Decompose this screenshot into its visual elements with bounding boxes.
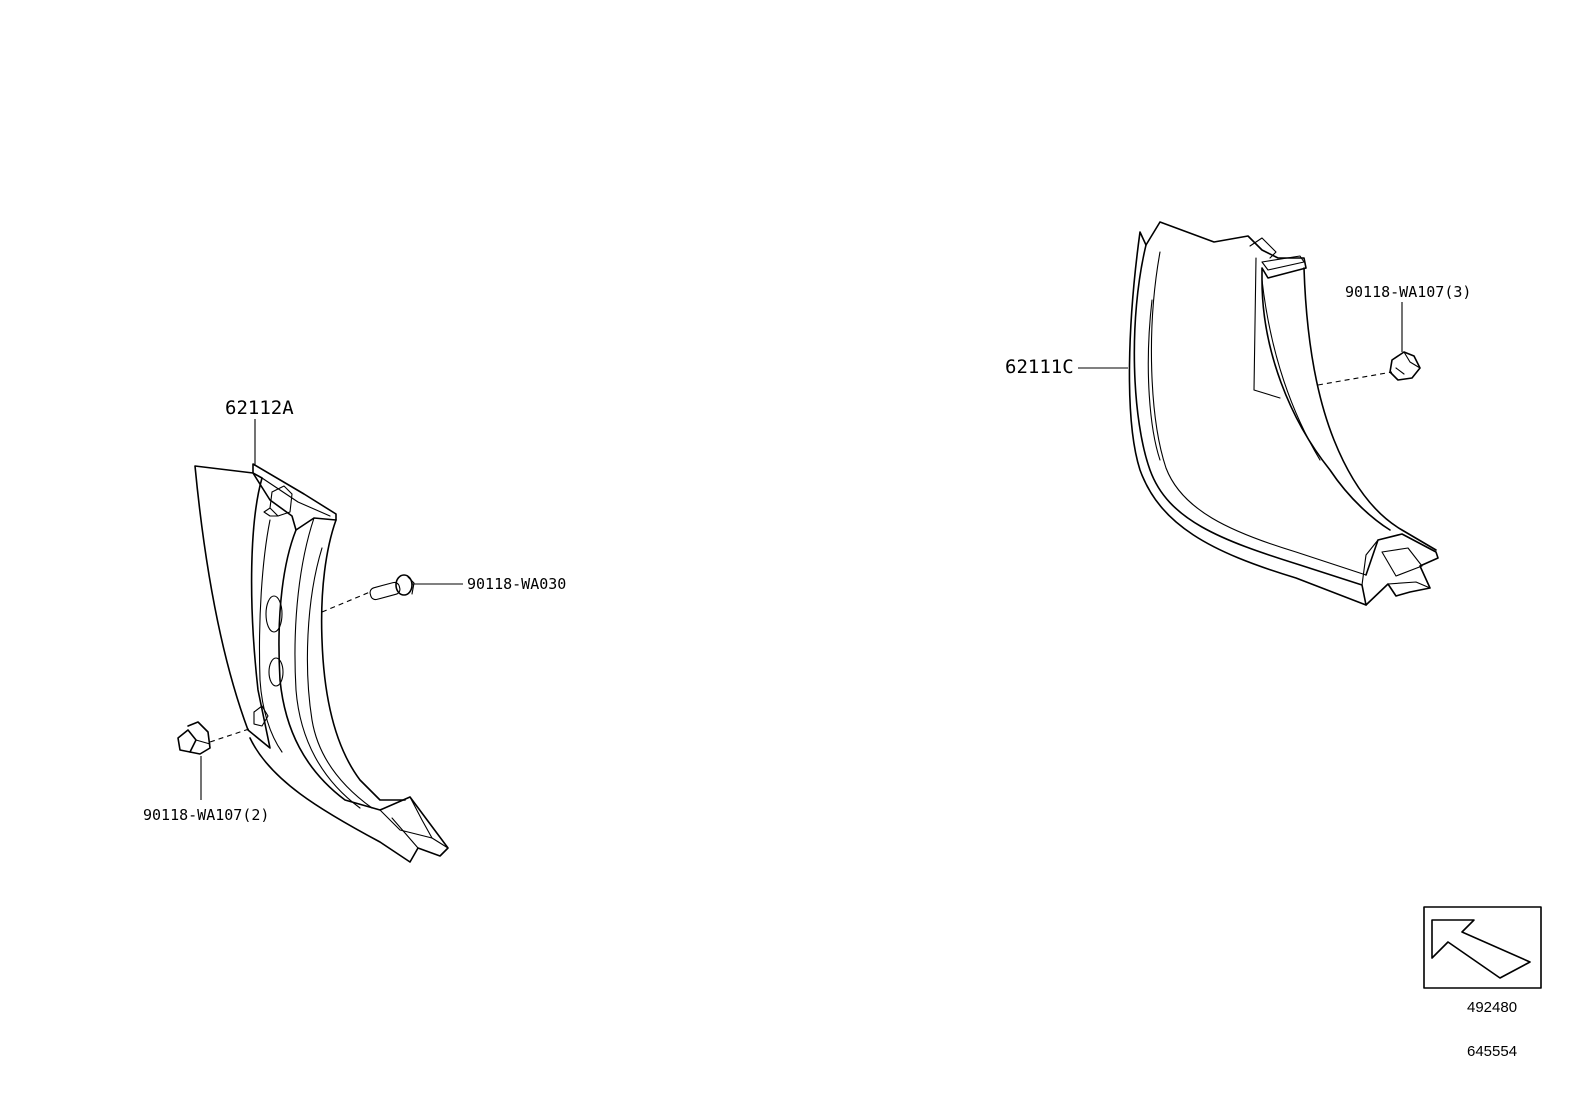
right-clip-part-number: 90118-WA107(3)	[1345, 283, 1471, 301]
figure-reference-number: 492480	[1467, 999, 1517, 1016]
left-clip-dashed-line	[209, 727, 253, 743]
right-clip	[1389, 351, 1421, 381]
right-trim-panel	[1128, 221, 1439, 606]
left-clip-part-number: 90118-WA107(2)	[143, 806, 269, 824]
left-bolt-part-number: 90118-WA030	[467, 575, 566, 593]
left-panel-part-number: 62112A	[225, 397, 294, 419]
right-panel-part-number: 62111C	[1005, 356, 1074, 378]
diagram-reference-number: 645554	[1467, 1043, 1517, 1060]
front-arrow-icon	[1423, 906, 1542, 989]
left-bolt	[369, 574, 415, 601]
left-bolt-dashed-line	[321, 591, 371, 613]
right-clip-dashed-line	[1317, 371, 1393, 386]
left-trim-panel	[194, 463, 449, 863]
left-clip	[177, 721, 211, 755]
